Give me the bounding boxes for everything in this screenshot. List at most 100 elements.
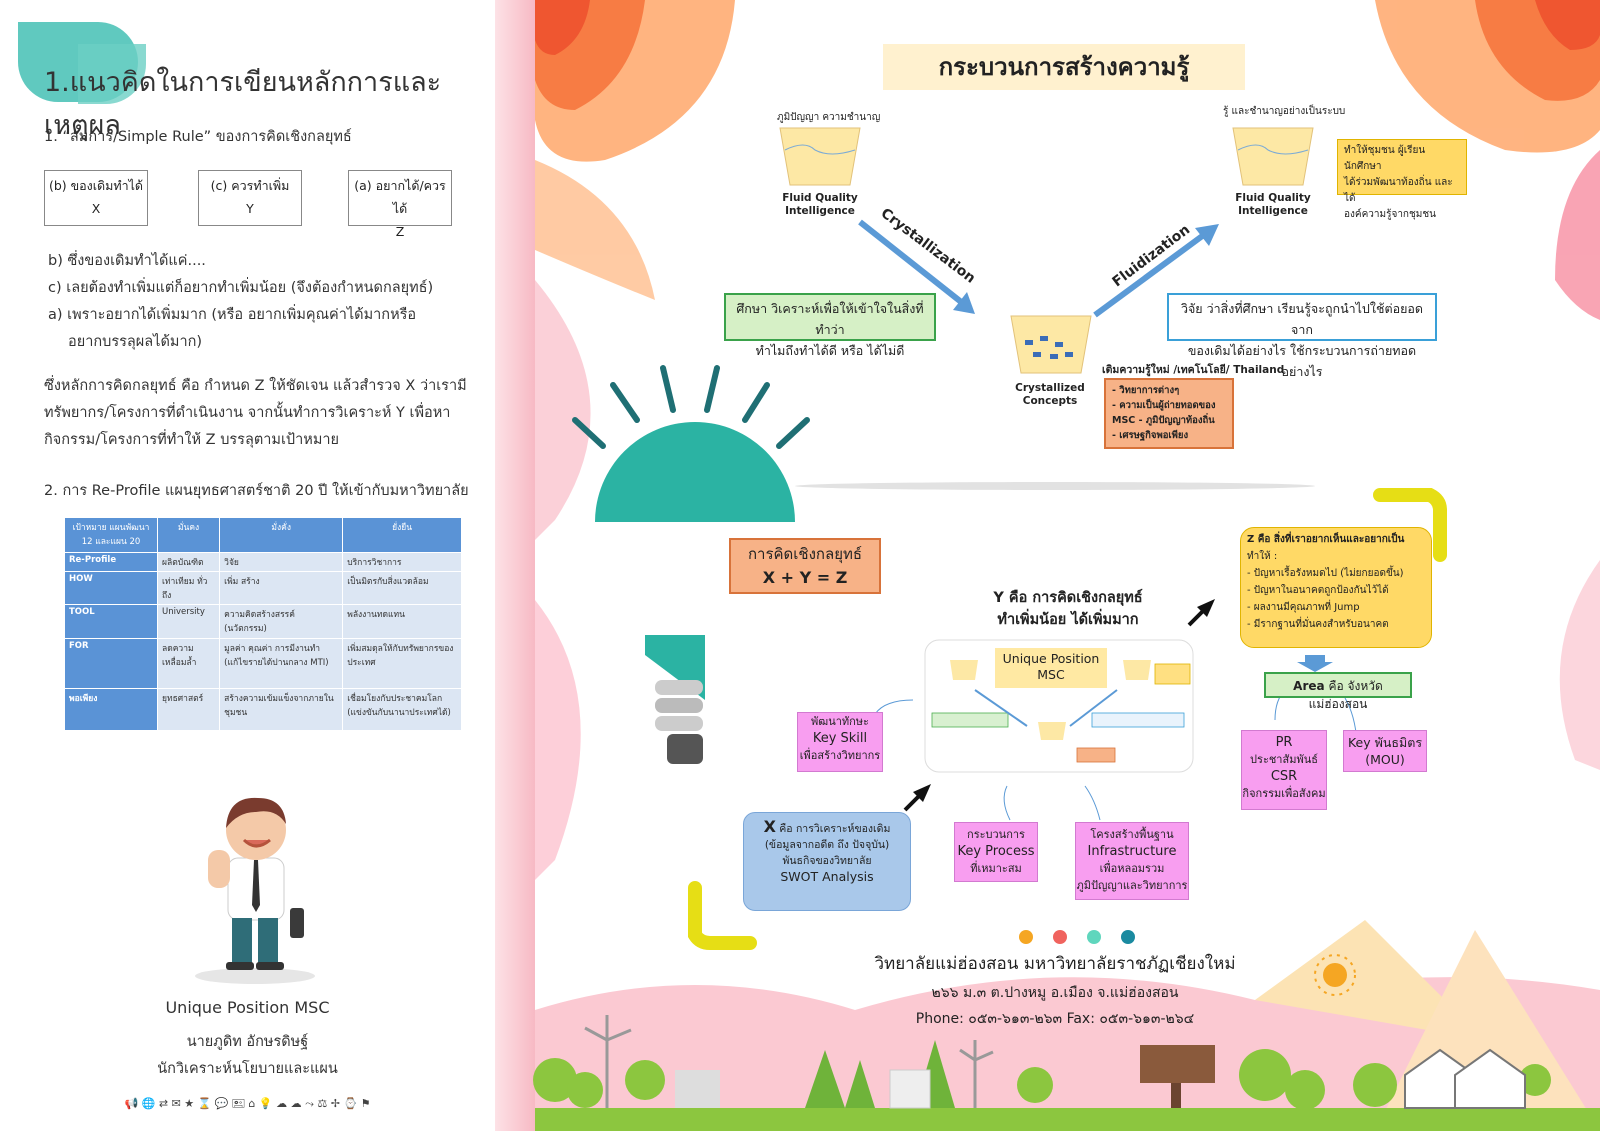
table-cell: ยุทธศาสตร์ xyxy=(156,688,221,731)
table-cell: เพิ่ม สร้าง xyxy=(219,571,344,605)
table-header: ยั่งยืน xyxy=(342,517,462,553)
table-cell: มูลค่า คุณค่า การมีงานทำ (แก้ไขรายได้ปาน… xyxy=(219,638,344,689)
strategy-box: การคิดเชิงกลยุทธ์ X + Y = Z xyxy=(729,538,881,594)
windmill-icons xyxy=(584,1015,994,1108)
x-definition-box: X คือ การวิเคราะห์ของเดิม (ข้อมูลจากอดีต… xyxy=(743,812,911,911)
x-line-3: พันธกิจของวิทยาลัย xyxy=(782,855,872,867)
process-line-2: Key Process xyxy=(957,844,1035,859)
strategy-title: การคิดเชิงกลยุทธ์ xyxy=(747,545,863,563)
infra-line-1: โครงสร้างพื้นฐาน xyxy=(1090,828,1174,841)
z-line-4: - ปัญหาในอนาคตถูกป้องกันไว้ได้ xyxy=(1247,585,1389,596)
table-header-row: เป้าหมาย แผนพัฒนา 12 และแผน 20 มั่นคง มั… xyxy=(64,517,462,553)
flower-decor-top-right xyxy=(1375,0,1600,320)
sun-icon xyxy=(1323,963,1347,987)
x-line-2: (ข้อมูลจากอดีต ถึง ปัจจุบัน) xyxy=(764,839,890,851)
table-cell: สร้างความเข้มแข็งจากภายในชุมชน xyxy=(219,688,344,731)
fqi-line-2: Intelligence xyxy=(1238,205,1308,217)
item-1: 1. “สมการ/Simple Rule” ของการคิดเชิงกลยุ… xyxy=(44,129,352,145)
research-note-line-1: วิจัย ว่าสิ่งที่ศึกษา เรียนรู้จะถูกนำไปใ… xyxy=(1180,301,1424,337)
partner-line-1: Key พันธมิตร xyxy=(1347,735,1423,750)
table-header: มั่งคั่ง xyxy=(219,517,344,553)
dot-teal xyxy=(1121,930,1135,944)
point-b: b) ซึ่งของเดิมทำได้แค่.... xyxy=(48,253,206,269)
row-header: TOOL xyxy=(64,604,158,639)
table-row: FOR ลดความเหลื่อมล้ำ มูลค่า คุณค่า การมี… xyxy=(64,638,462,689)
table-cell: เป็นมิตรกับสิ่งแวดล้อม xyxy=(342,571,462,605)
item-2: 2. การ Re-Profile แผนยุทธศาสตร์ชาติ 20 ป… xyxy=(44,483,469,499)
table-cell: ผลิตบัณฑิต xyxy=(156,552,221,572)
add-knowledge-label: เติมความรู้ใหม่ /เทคโนโลยี/ Thailand xyxy=(1102,364,1285,376)
box-c-label: (c) ควรทำเพิ่ม xyxy=(210,178,290,193)
sunrise-half-circle xyxy=(595,422,795,522)
strategy-table: เป้าหมาย แผนพัฒนา 12 และแผน 20 มั่นคง มั… xyxy=(64,517,462,731)
crystallized-label: Crystallized Concepts xyxy=(995,382,1105,408)
unique-line-1: Unique Position xyxy=(1002,651,1100,666)
key-skill-line-1: พัฒนาทักษะ xyxy=(811,715,869,728)
person-role: นักวิเคราะห์นโยบายและแผน xyxy=(157,1061,338,1077)
table-row: HOW เท่าเทียม ทั่วถึง เพิ่ม สร้าง เป็นมิ… xyxy=(64,571,462,605)
yellow-bracket-top xyxy=(1373,488,1447,562)
box-a: (a) อยากได้/ควรได้ Z xyxy=(348,170,452,239)
process-title: กระบวนการสร้างความรู้ xyxy=(883,44,1245,90)
table-cell: เชื่อมโยงกับประชาคมโลก (แข่งขันกับนานาปร… xyxy=(342,688,462,731)
y-line-1: Y คือ การคิดเชิงกลยุทธ์ xyxy=(993,590,1143,606)
y-line-2: ทำเพิ่มน้อย ได้เพิ่มมาก xyxy=(997,612,1139,628)
crystallized-line-2: Concepts xyxy=(1022,395,1078,407)
partner-line-2: (MOU) xyxy=(1365,752,1405,767)
paragraph-line-2: ทรัพยากร/โครงการที่ดำเนินงาน จากนั้นทำกา… xyxy=(44,405,451,421)
z-line-1: Z คือ สิ่งที่เราอยากเห็นและอยากเป็น xyxy=(1247,534,1405,545)
fqi-line-1: Fluid Quality xyxy=(782,192,858,204)
unique-line-2: MSC xyxy=(1037,667,1065,682)
community-note-line-3: องค์ความรู้จากชุมชน xyxy=(1344,209,1436,220)
tree-icons xyxy=(533,1049,1551,1110)
table-header: เป้าหมาย แผนพัฒนา 12 และแผน 20 xyxy=(64,517,158,553)
fqi-line-2: Intelligence xyxy=(785,205,855,217)
list-item: - เศรษฐกิจพอเพียง xyxy=(1112,430,1189,441)
row-header: FOR xyxy=(64,638,158,689)
point-a-cont: อยากบรรลุผลได้มาก) xyxy=(68,334,203,350)
left-page: 1.แนวคิดในการเขียนหลักการและเหตุผล 1. “ส… xyxy=(0,0,495,1131)
college-address: ๒๖๖ ม.๓ ต.ปางหมู อ.เมือง จ.แม่ฮ่องสอน xyxy=(931,985,1179,1001)
trapezoid-icons xyxy=(779,127,1314,374)
z-line-2: ทำให้ : xyxy=(1247,551,1278,562)
table-cell: ความคิดสร้างสรรค์ (นวัตกรรม) xyxy=(219,604,344,639)
house-icon-2 xyxy=(1454,1048,1526,1109)
key-process-box: กระบวนการ Key Process ที่เหมาะสม xyxy=(954,822,1038,882)
page-title: 1.แนวคิดในการเขียนหลักการและเหตุผล xyxy=(44,67,442,141)
icon-strip: 📢 🌐 ⇄ ✉ ★ ⌛ 💬 🖭 ⌂ 💡 ☁ ☁ ⤳ ⚖ ✢ ⌚ ⚑ xyxy=(124,1097,371,1110)
dot-orange xyxy=(1019,930,1033,944)
building-icon xyxy=(889,1069,931,1109)
community-note: ทำให้ชุมชน ผู้เรียน นักศึกษา ได้ร่วมพัฒน… xyxy=(1337,139,1467,220)
point-c: c) เลยต้องทำเพิ่มแต่ก็อยากทำเพิ่มน้อย (จ… xyxy=(48,280,434,296)
table-cell: เท่าเทียม ทั่วถึง xyxy=(156,571,221,605)
table-cell: เพิ่มสมดุลให้กับทรัพยากรของประเทศ xyxy=(342,638,462,689)
area-label: Area xyxy=(1293,679,1325,693)
box-b-label: (b) ของเดิมทำได้ xyxy=(48,178,144,193)
area-text: คือ จังหวัดแม่ฮ่องสอน xyxy=(1308,679,1383,711)
box-a-label: (a) อยากได้/ควรได้ xyxy=(354,178,446,216)
right-page: กระบวนการสร้างความรู้ ภูมิปัญญา ความชำนา… xyxy=(495,0,1600,1131)
college-name: วิทยาลัยแม่ฮ่องสอน มหาวิทยาลัยราชภัฏเชีย… xyxy=(874,954,1236,974)
unique-position-label: Unique Position MSC xyxy=(995,648,1107,688)
row-header: พอเพียง xyxy=(64,688,158,731)
x-line-4: SWOT Analysis xyxy=(780,869,874,884)
fqi-right-label: Fluid Quality Intelligence xyxy=(1218,192,1328,218)
box-b: (b) ของเดิมทำได้ X xyxy=(44,170,148,226)
table-row: พอเพียง ยุทธศาสตร์ สร้างความเข้มแข็งจากภ… xyxy=(64,688,462,731)
process-line-1: กระบวนการ xyxy=(967,828,1025,841)
systematic-label: รู้ และชำนาญอย่างเป็นระบบ xyxy=(1223,106,1346,117)
area-box: Area คือ จังหวัดแม่ฮ่องสอน xyxy=(1264,672,1412,711)
infra-line-4: ภูมิปัญญาและวิทยาการ xyxy=(1076,879,1188,892)
paragraph-line-3: กิจกรรม/โครงการที่ทำให้ Z บรรลุตามเป้าหม… xyxy=(44,432,340,448)
table-row: TOOL University ความคิดสร้างสรรค์ (นวัตก… xyxy=(64,604,462,639)
crystallized-line-1: Crystallized xyxy=(1015,382,1085,394)
z-line-5: - ผลงานมีคุณภาพที่ Jump xyxy=(1247,602,1360,613)
z-line-3: - ปัญหาเรื้อรังหมดไป (ไม่ยกยอดขึ้น) xyxy=(1247,568,1404,579)
pr-line-4: กิจกรรมเพื่อสังคม xyxy=(1242,787,1326,800)
community-note-line-2: ได้ร่วมพัฒนาท้องถิ่น และได้ xyxy=(1344,177,1453,204)
strategy-equation: X + Y = Z xyxy=(762,568,848,587)
row-header: HOW xyxy=(64,571,158,605)
community-note-line-1: ทำให้ชุมชน ผู้เรียน นักศึกษา xyxy=(1344,145,1426,172)
flower-decor-top-left xyxy=(535,0,735,300)
y-explanation: Y คือ การคิดเชิงกลยุทธ์ ทำเพิ่มน้อย ได้เ… xyxy=(943,584,1193,632)
